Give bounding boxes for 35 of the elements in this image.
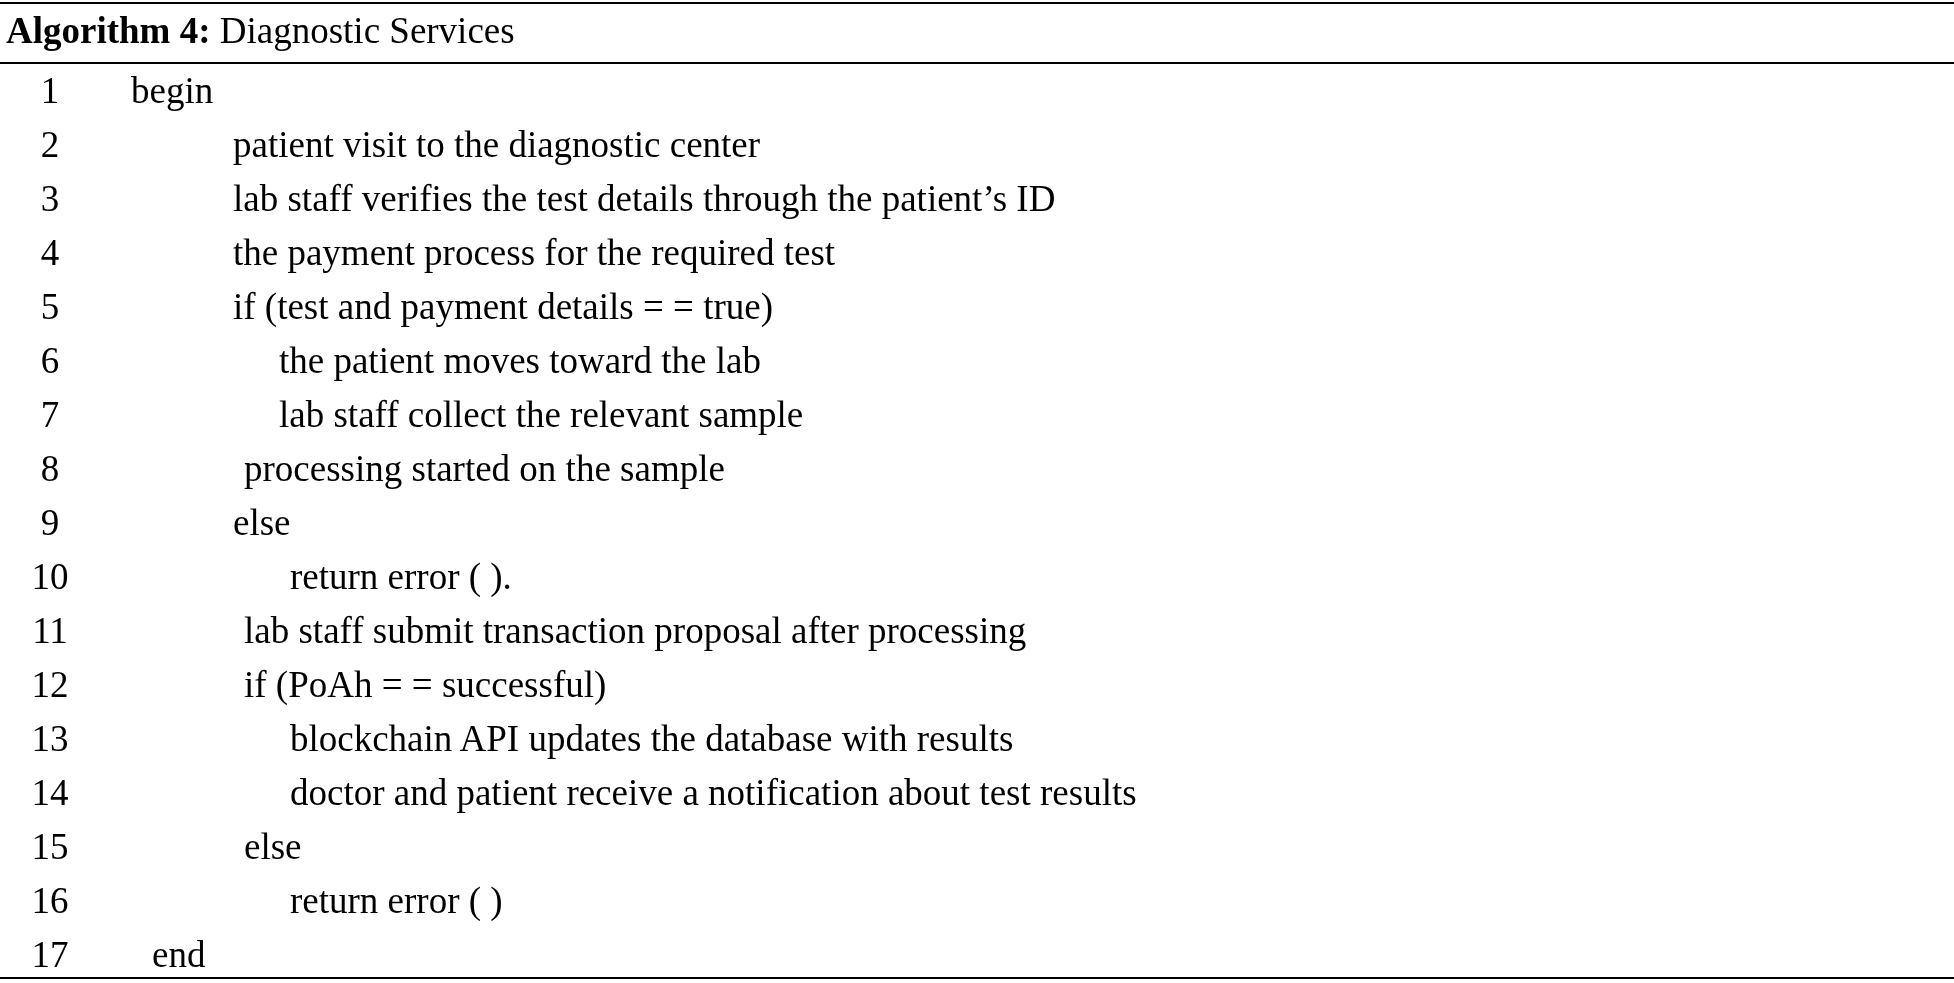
algorithm-title: Algorithm 4: Diagnostic Services [6, 9, 515, 53]
line-number: 2 [39, 123, 61, 167]
line-number: 10 [30, 555, 70, 599]
pseudocode-line: blockchain API updates the database with results [290, 717, 1014, 761]
line-number: 8 [39, 447, 61, 491]
pseudocode-line: return error ( ). [290, 555, 512, 599]
line-number: 17 [30, 933, 70, 977]
line-number: 7 [39, 393, 61, 437]
pseudocode-line: the patient moves toward the lab [279, 339, 761, 383]
pseudocode-line: processing started on the sample [244, 447, 725, 491]
line-number: 12 [30, 663, 70, 707]
pseudocode-line: begin [131, 69, 214, 113]
pseudocode-line: else [233, 501, 291, 545]
line-number: 4 [39, 231, 61, 275]
line-number: 13 [30, 717, 70, 761]
line-number: 15 [30, 825, 70, 869]
pseudocode-line: else [244, 825, 302, 869]
pseudocode-line: if (PoAh = = successful) [244, 663, 607, 707]
pseudocode-line: the payment process for the required test [233, 231, 836, 275]
pseudocode-line: patient visit to the diagnostic center [233, 123, 761, 167]
pseudocode-line: if (test and payment details = = true) [233, 285, 774, 329]
line-number: 5 [39, 285, 61, 329]
pseudocode-line: lab staff collect the relevant sample [279, 393, 804, 437]
line-number: 3 [39, 177, 61, 221]
pseudocode-line: doctor and patient receive a notification about test results [290, 771, 1137, 815]
pseudocode-line: lab staff submit transaction proposal after processing [244, 609, 1027, 653]
line-number: 16 [30, 879, 70, 923]
line-number: 11 [31, 609, 69, 653]
line-number: 14 [30, 771, 70, 815]
line-number: 9 [39, 501, 61, 545]
line-number: 1 [39, 69, 61, 113]
pseudocode-line: end [152, 933, 206, 977]
pseudocode-line: return error ( ) [290, 879, 503, 923]
line-number: 6 [39, 339, 61, 383]
pseudocode-line: lab staff verifies the test details through the patient’s ID [233, 177, 1056, 221]
